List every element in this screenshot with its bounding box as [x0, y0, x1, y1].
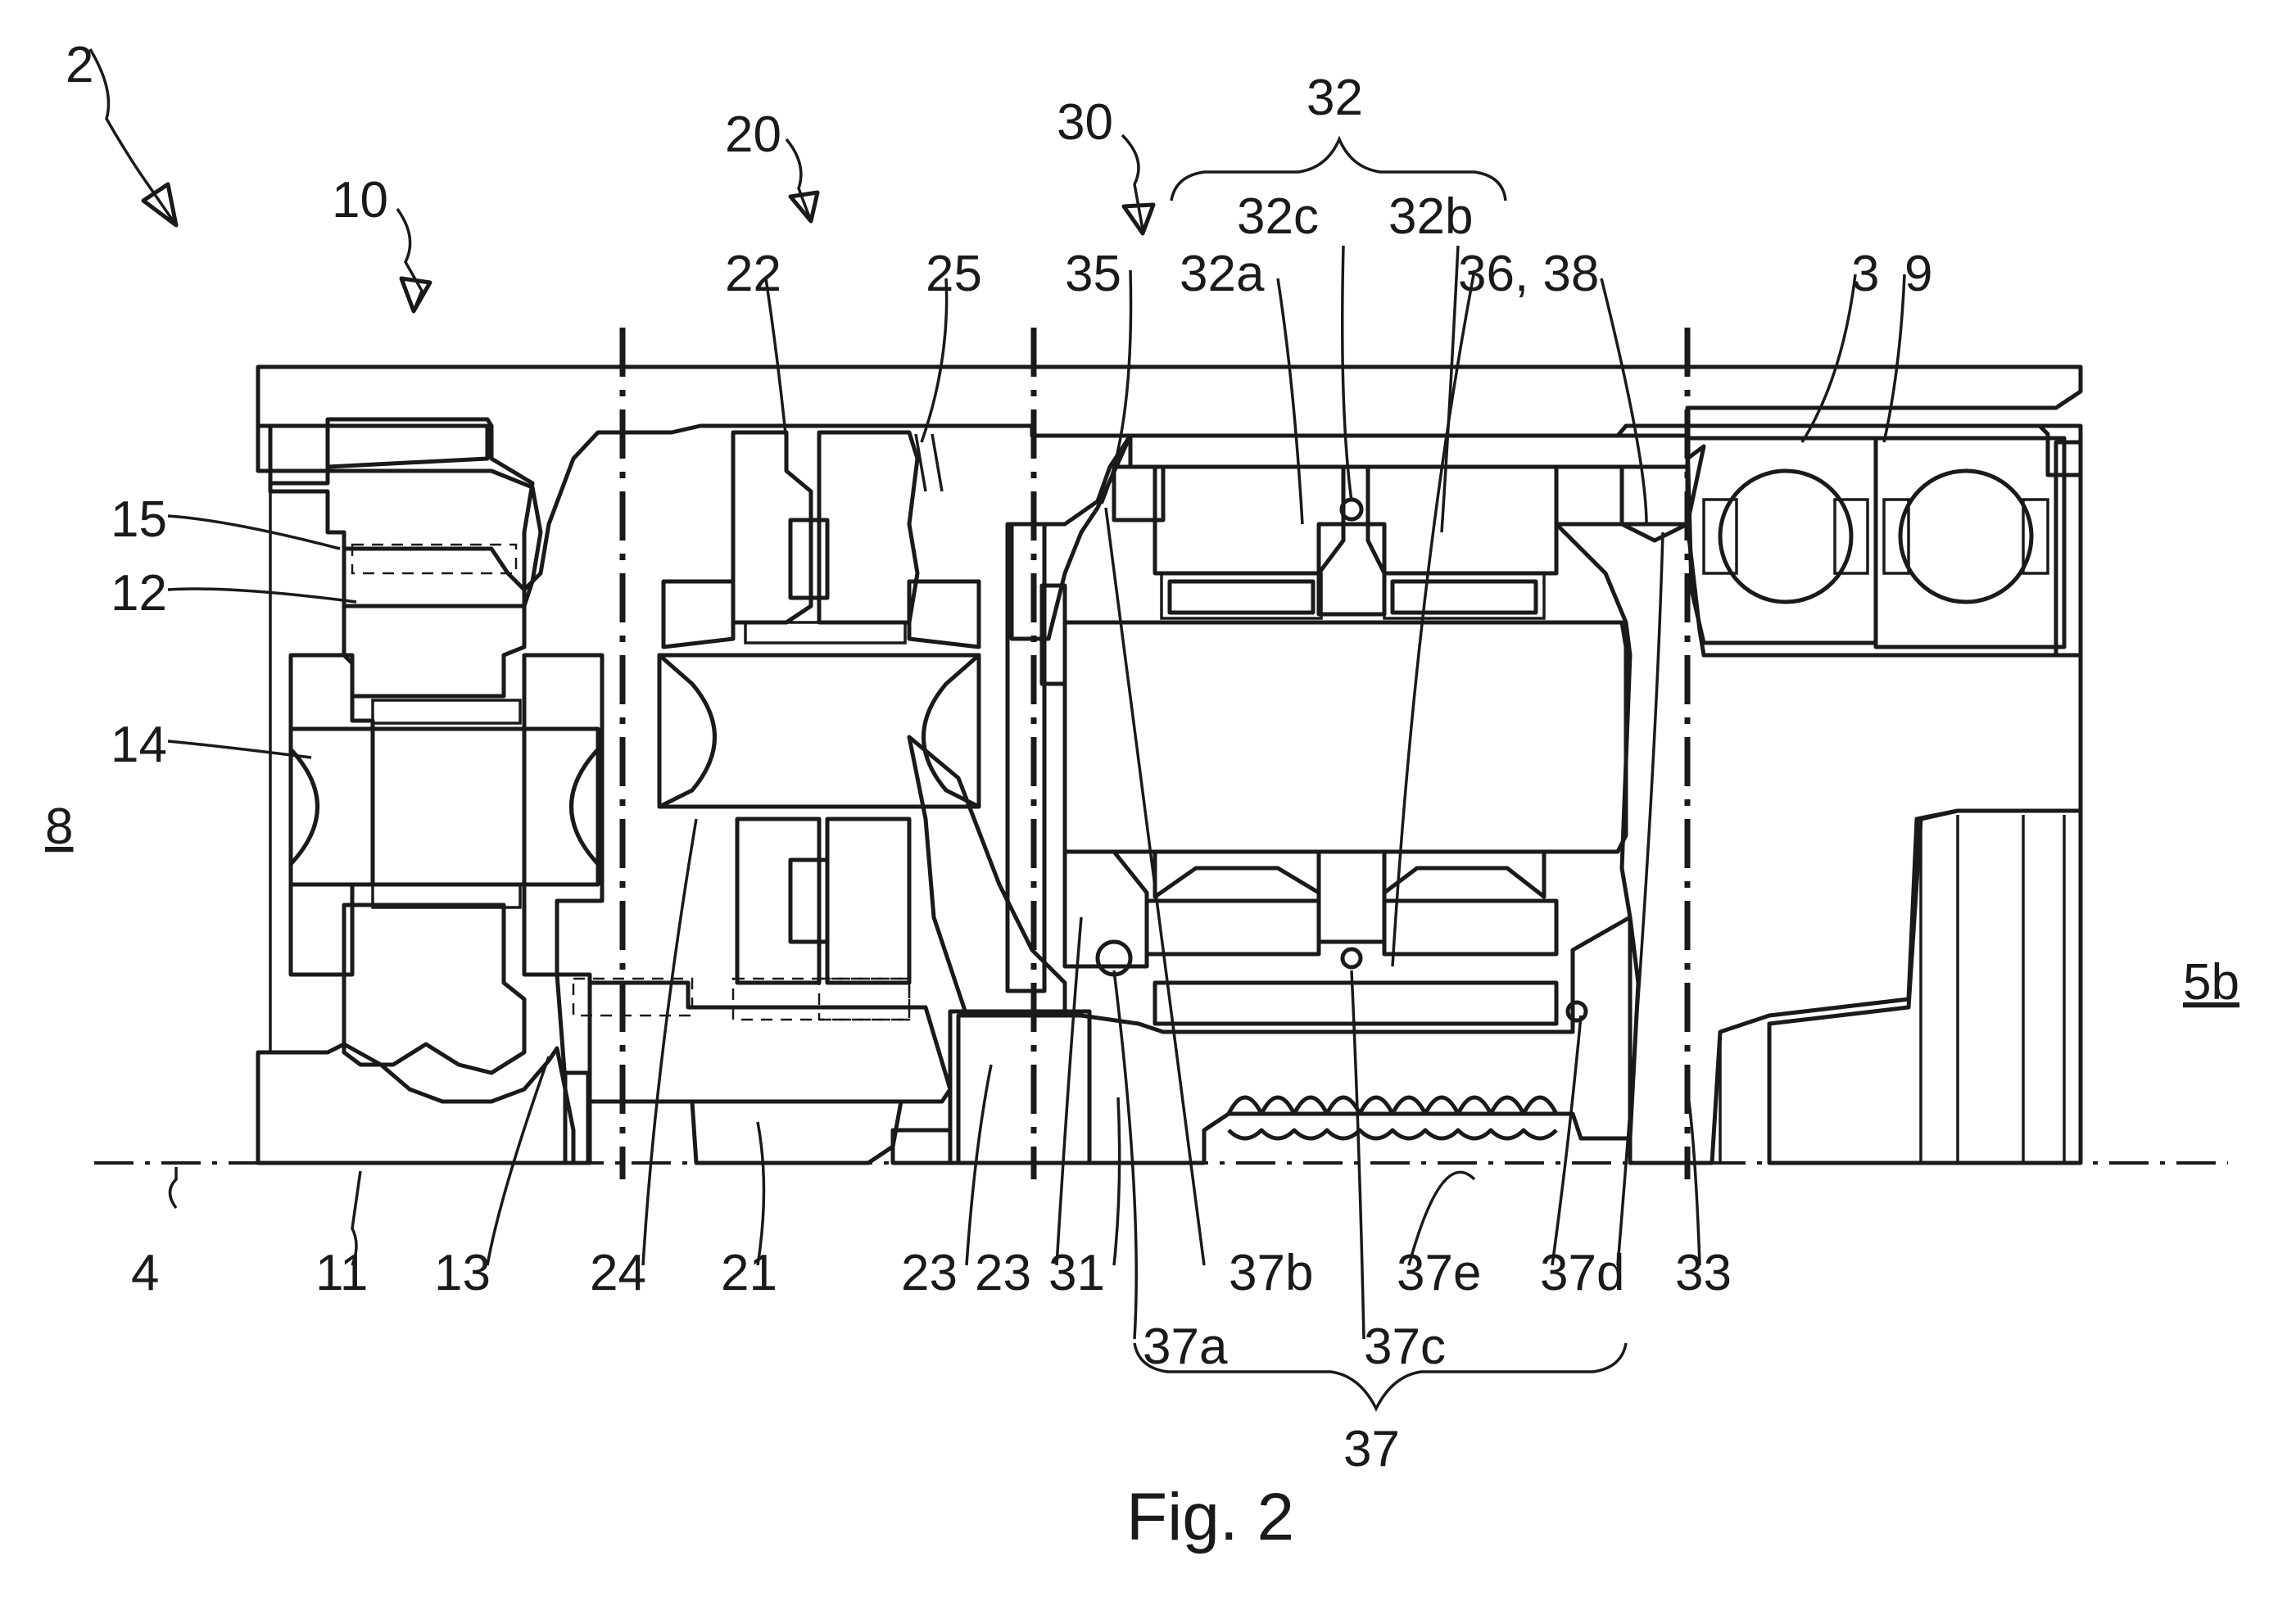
label-37b: 37b: [1229, 1245, 1313, 1301]
center-lines: [94, 328, 2228, 1179]
label-36-38: 36, 38: [1458, 246, 1599, 302]
label-3: 3: [1851, 246, 1879, 302]
label-20: 20: [725, 106, 781, 163]
housing-bottom-left: [256, 972, 592, 1165]
label-21: 21: [721, 1245, 777, 1301]
label-12: 12: [111, 565, 167, 622]
label-10: 10: [332, 172, 388, 228]
label-32: 32: [1307, 70, 1363, 126]
label-32a: 32a: [1180, 246, 1265, 302]
label-37e: 37e: [1397, 1245, 1481, 1301]
label-23-second: 23: [975, 1245, 1031, 1301]
label-30: 30: [1057, 94, 1113, 151]
leader-lines: [88, 48, 1906, 1412]
label-24: 24: [590, 1245, 646, 1301]
label-37d: 37d: [1540, 1245, 1624, 1301]
label-37c: 37c: [1364, 1319, 1446, 1375]
label-13: 13: [434, 1245, 491, 1301]
label-32b: 32b: [1388, 188, 1473, 245]
reference-labels: 2 10 20 30 32 32c 32b 22 25 35 32a 36, 3…: [45, 37, 2239, 1554]
stage-30: [956, 423, 2083, 1165]
stage-10: [269, 471, 605, 1075]
label-33: 33: [1675, 1245, 1732, 1301]
spring: [1226, 1095, 1559, 1141]
label-25: 25: [926, 246, 982, 302]
label-5b: 5b: [2183, 954, 2239, 1011]
label-11: 11: [315, 1245, 368, 1301]
label-35: 35: [1065, 246, 1121, 302]
stage-20: [572, 430, 1092, 1165]
label-22: 22: [725, 246, 781, 302]
figure-caption: Fig. 2: [1126, 1480, 1294, 1554]
label-15: 15: [111, 491, 167, 548]
label-32c: 32c: [1237, 188, 1319, 245]
label-37a: 37a: [1143, 1319, 1228, 1375]
label-37: 37: [1343, 1421, 1400, 1477]
label-9: 9: [1904, 246, 1932, 302]
label-31: 31: [1048, 1245, 1105, 1301]
label-23-first: 23: [901, 1245, 958, 1301]
housing-top: [256, 364, 2083, 608]
label-4: 4: [131, 1245, 159, 1301]
label-2: 2: [66, 37, 93, 93]
label-14: 14: [111, 717, 167, 773]
label-8: 8: [45, 798, 73, 855]
